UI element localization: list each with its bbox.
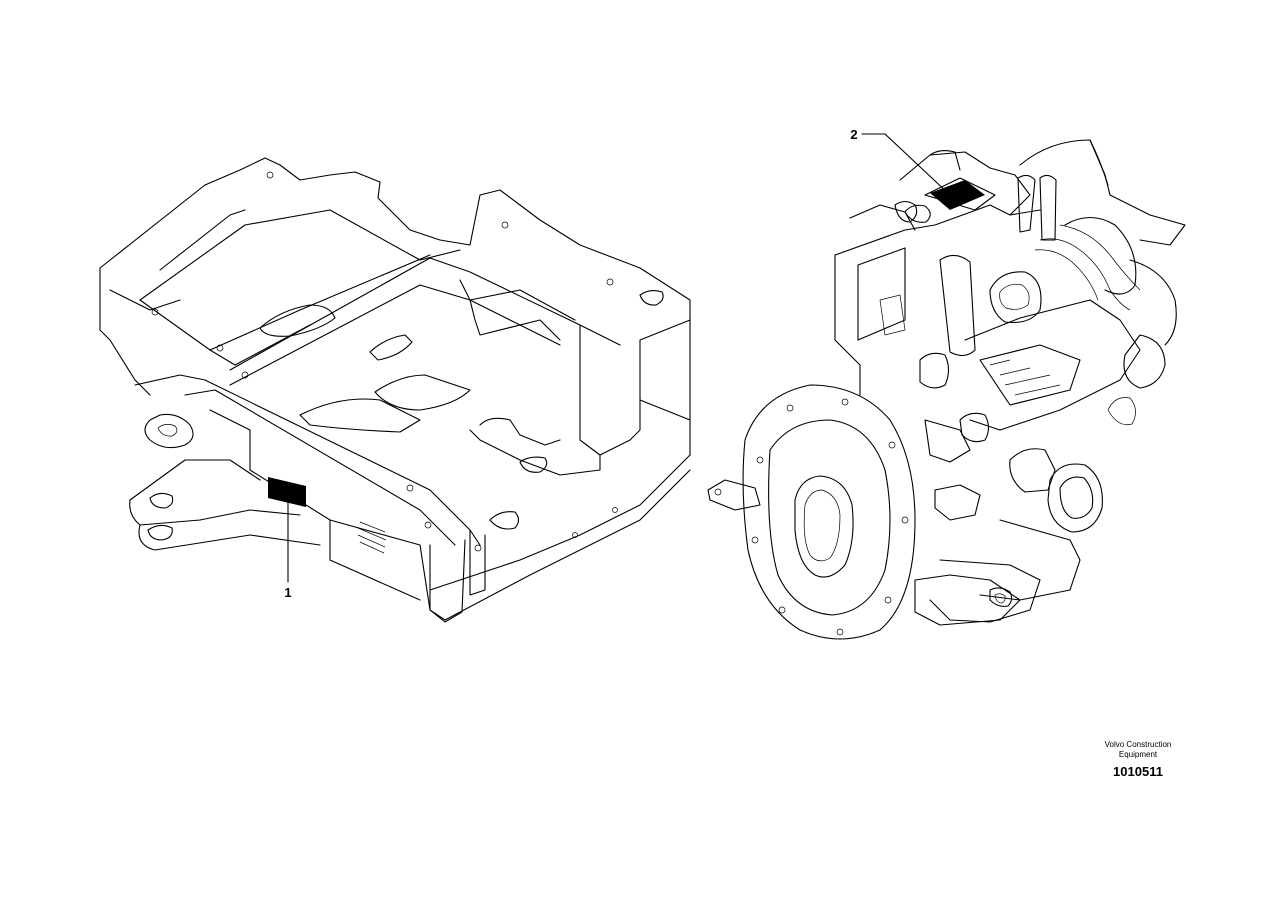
label-plate-2 bbox=[930, 180, 985, 210]
callout-1-number: 1 bbox=[284, 585, 291, 600]
credit-line-2: Equipment bbox=[1118, 750, 1158, 759]
drawing-number: 1010511 bbox=[1113, 764, 1163, 779]
label-plate-1 bbox=[268, 477, 306, 507]
upper-frame-drawing bbox=[99, 157, 691, 623]
bolt-holes bbox=[151, 171, 618, 552]
callout-2: 2 bbox=[850, 127, 951, 196]
callout-1: 1 bbox=[284, 495, 292, 600]
vent-grille bbox=[357, 521, 387, 554]
manufacturer-credit: Volvo Construction Equipment bbox=[1095, 740, 1181, 760]
callout-2-number: 2 bbox=[850, 127, 857, 142]
housing-bolts bbox=[751, 398, 909, 636]
engine-drawing bbox=[707, 139, 1186, 640]
credit-line-1: Volvo Construction bbox=[1104, 740, 1172, 749]
